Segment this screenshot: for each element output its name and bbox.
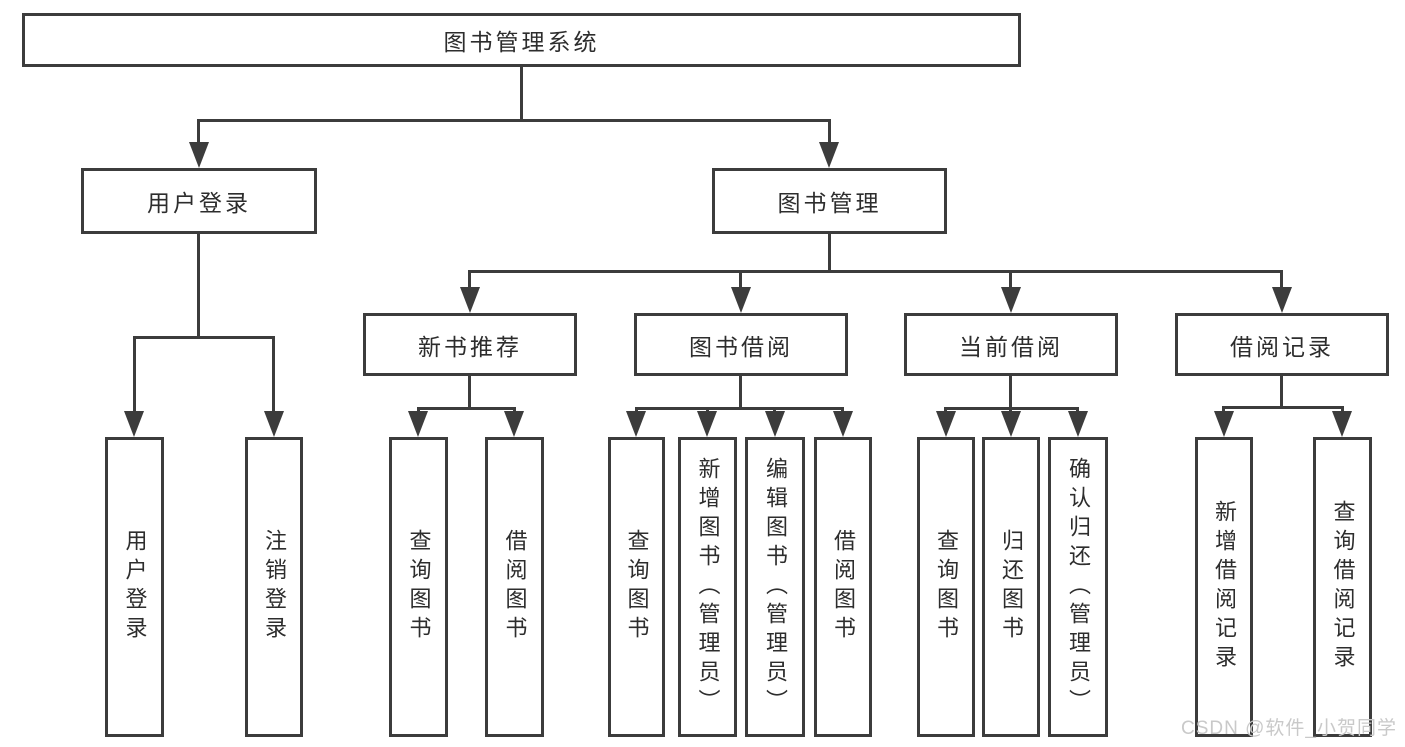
node-label: 借阅图书 <box>831 529 856 645</box>
leaf-add-book-admin: 新增图书（管理员） <box>678 437 737 737</box>
node-label: 图书管理系统 <box>443 29 600 55</box>
connector-line <box>520 67 523 122</box>
arrow-down-icon <box>819 142 839 168</box>
arrow-down-icon <box>124 411 144 437</box>
leaf-borrow-books-borrowing: 借阅图书 <box>814 437 872 737</box>
leaf-query-books-borrowing: 查询图书 <box>608 437 665 737</box>
arrow-down-icon <box>936 411 956 437</box>
node-label: 图书管理 <box>777 190 882 216</box>
leaf-user-login: 用户登录 <box>105 437 164 737</box>
connector-line <box>468 270 1283 273</box>
leaf-query-borrow-record: 查询借阅记录 <box>1313 437 1372 737</box>
leaf-return-books: 归还图书 <box>982 437 1040 737</box>
connector-line <box>133 336 275 339</box>
node-label: 新增图书（管理员） <box>695 456 721 718</box>
connector-line <box>468 376 471 410</box>
leaf-query-books-current: 查询图书 <box>917 437 975 737</box>
connector-line <box>1222 406 1344 409</box>
node-label: 编辑图书（管理员） <box>763 456 788 718</box>
node-label: 当前借阅 <box>959 333 1063 360</box>
connector-line <box>739 376 742 410</box>
connector-line <box>1280 270 1283 290</box>
arrow-down-icon <box>626 411 646 437</box>
csdn-watermark: CSDN @软件_小贺同学 <box>1181 718 1397 739</box>
node-label: 用户登录 <box>147 190 251 216</box>
node-new-book-recommend: 新书推荐 <box>363 313 577 376</box>
arrow-down-icon <box>731 287 751 313</box>
connector-line <box>133 336 136 413</box>
connector-line <box>197 234 200 339</box>
node-label: 确认归还（管理员） <box>1066 456 1091 718</box>
arrow-down-icon <box>1001 411 1021 437</box>
arrow-down-icon <box>1068 411 1088 437</box>
arrow-down-icon <box>765 411 785 437</box>
node-user-login: 用户登录 <box>81 168 317 234</box>
arrow-down-icon <box>1272 287 1292 313</box>
connector-line <box>828 119 831 145</box>
node-book-borrowing: 图书借阅 <box>634 313 848 376</box>
node-book-management: 图书管理 <box>712 168 947 234</box>
node-label: 借阅图书 <box>502 529 528 645</box>
leaf-borrow-books-recommend: 借阅图书 <box>485 437 544 737</box>
node-label: 用户登录 <box>122 529 148 645</box>
arrow-down-icon <box>833 411 853 437</box>
node-label: 查询图书 <box>934 529 959 645</box>
connector-line <box>1009 376 1012 410</box>
arrow-down-icon <box>264 411 284 437</box>
node-borrowing-records: 借阅记录 <box>1175 313 1389 376</box>
node-label: 查询图书 <box>624 529 650 645</box>
leaf-add-borrow-record: 新增借阅记录 <box>1195 437 1253 737</box>
arrow-down-icon <box>460 287 480 313</box>
arrow-down-icon <box>1001 287 1021 313</box>
arrow-down-icon <box>697 411 717 437</box>
connector-line <box>828 234 831 273</box>
arrow-down-icon <box>189 142 209 168</box>
connector-line <box>417 407 516 410</box>
node-label: 归还图书 <box>999 529 1024 645</box>
connector-line <box>1222 406 1225 415</box>
arrow-down-icon <box>1214 411 1234 437</box>
connector-line <box>272 336 275 413</box>
connector-line <box>197 119 831 122</box>
node-label: 图书借阅 <box>689 333 793 360</box>
connector-line <box>468 270 471 290</box>
leaf-logout: 注销登录 <box>245 437 303 737</box>
node-label: 查询借阅记录 <box>1330 500 1356 674</box>
leaf-confirm-return-admin: 确认归还（管理员） <box>1048 437 1108 737</box>
node-label: 注销登录 <box>262 529 287 645</box>
node-current-borrowing: 当前借阅 <box>904 313 1118 376</box>
connector-line <box>635 407 844 410</box>
connector-line <box>1009 270 1012 290</box>
connector-line <box>197 119 200 145</box>
node-label: 借阅记录 <box>1230 333 1334 360</box>
leaf-edit-book-admin: 编辑图书（管理员） <box>745 437 805 737</box>
connector-line <box>739 270 742 290</box>
arrow-down-icon <box>504 411 524 437</box>
node-library-system: 图书管理系统 <box>22 13 1021 67</box>
arrow-down-icon <box>1332 411 1352 437</box>
node-label: 查询图书 <box>406 529 432 645</box>
leaf-query-books-recommend: 查询图书 <box>389 437 448 737</box>
connector-line <box>1280 376 1283 409</box>
connector-line <box>1341 406 1344 415</box>
arrow-down-icon <box>408 411 428 437</box>
node-label: 新增借阅记录 <box>1212 500 1237 674</box>
node-label: 新书推荐 <box>418 333 522 360</box>
